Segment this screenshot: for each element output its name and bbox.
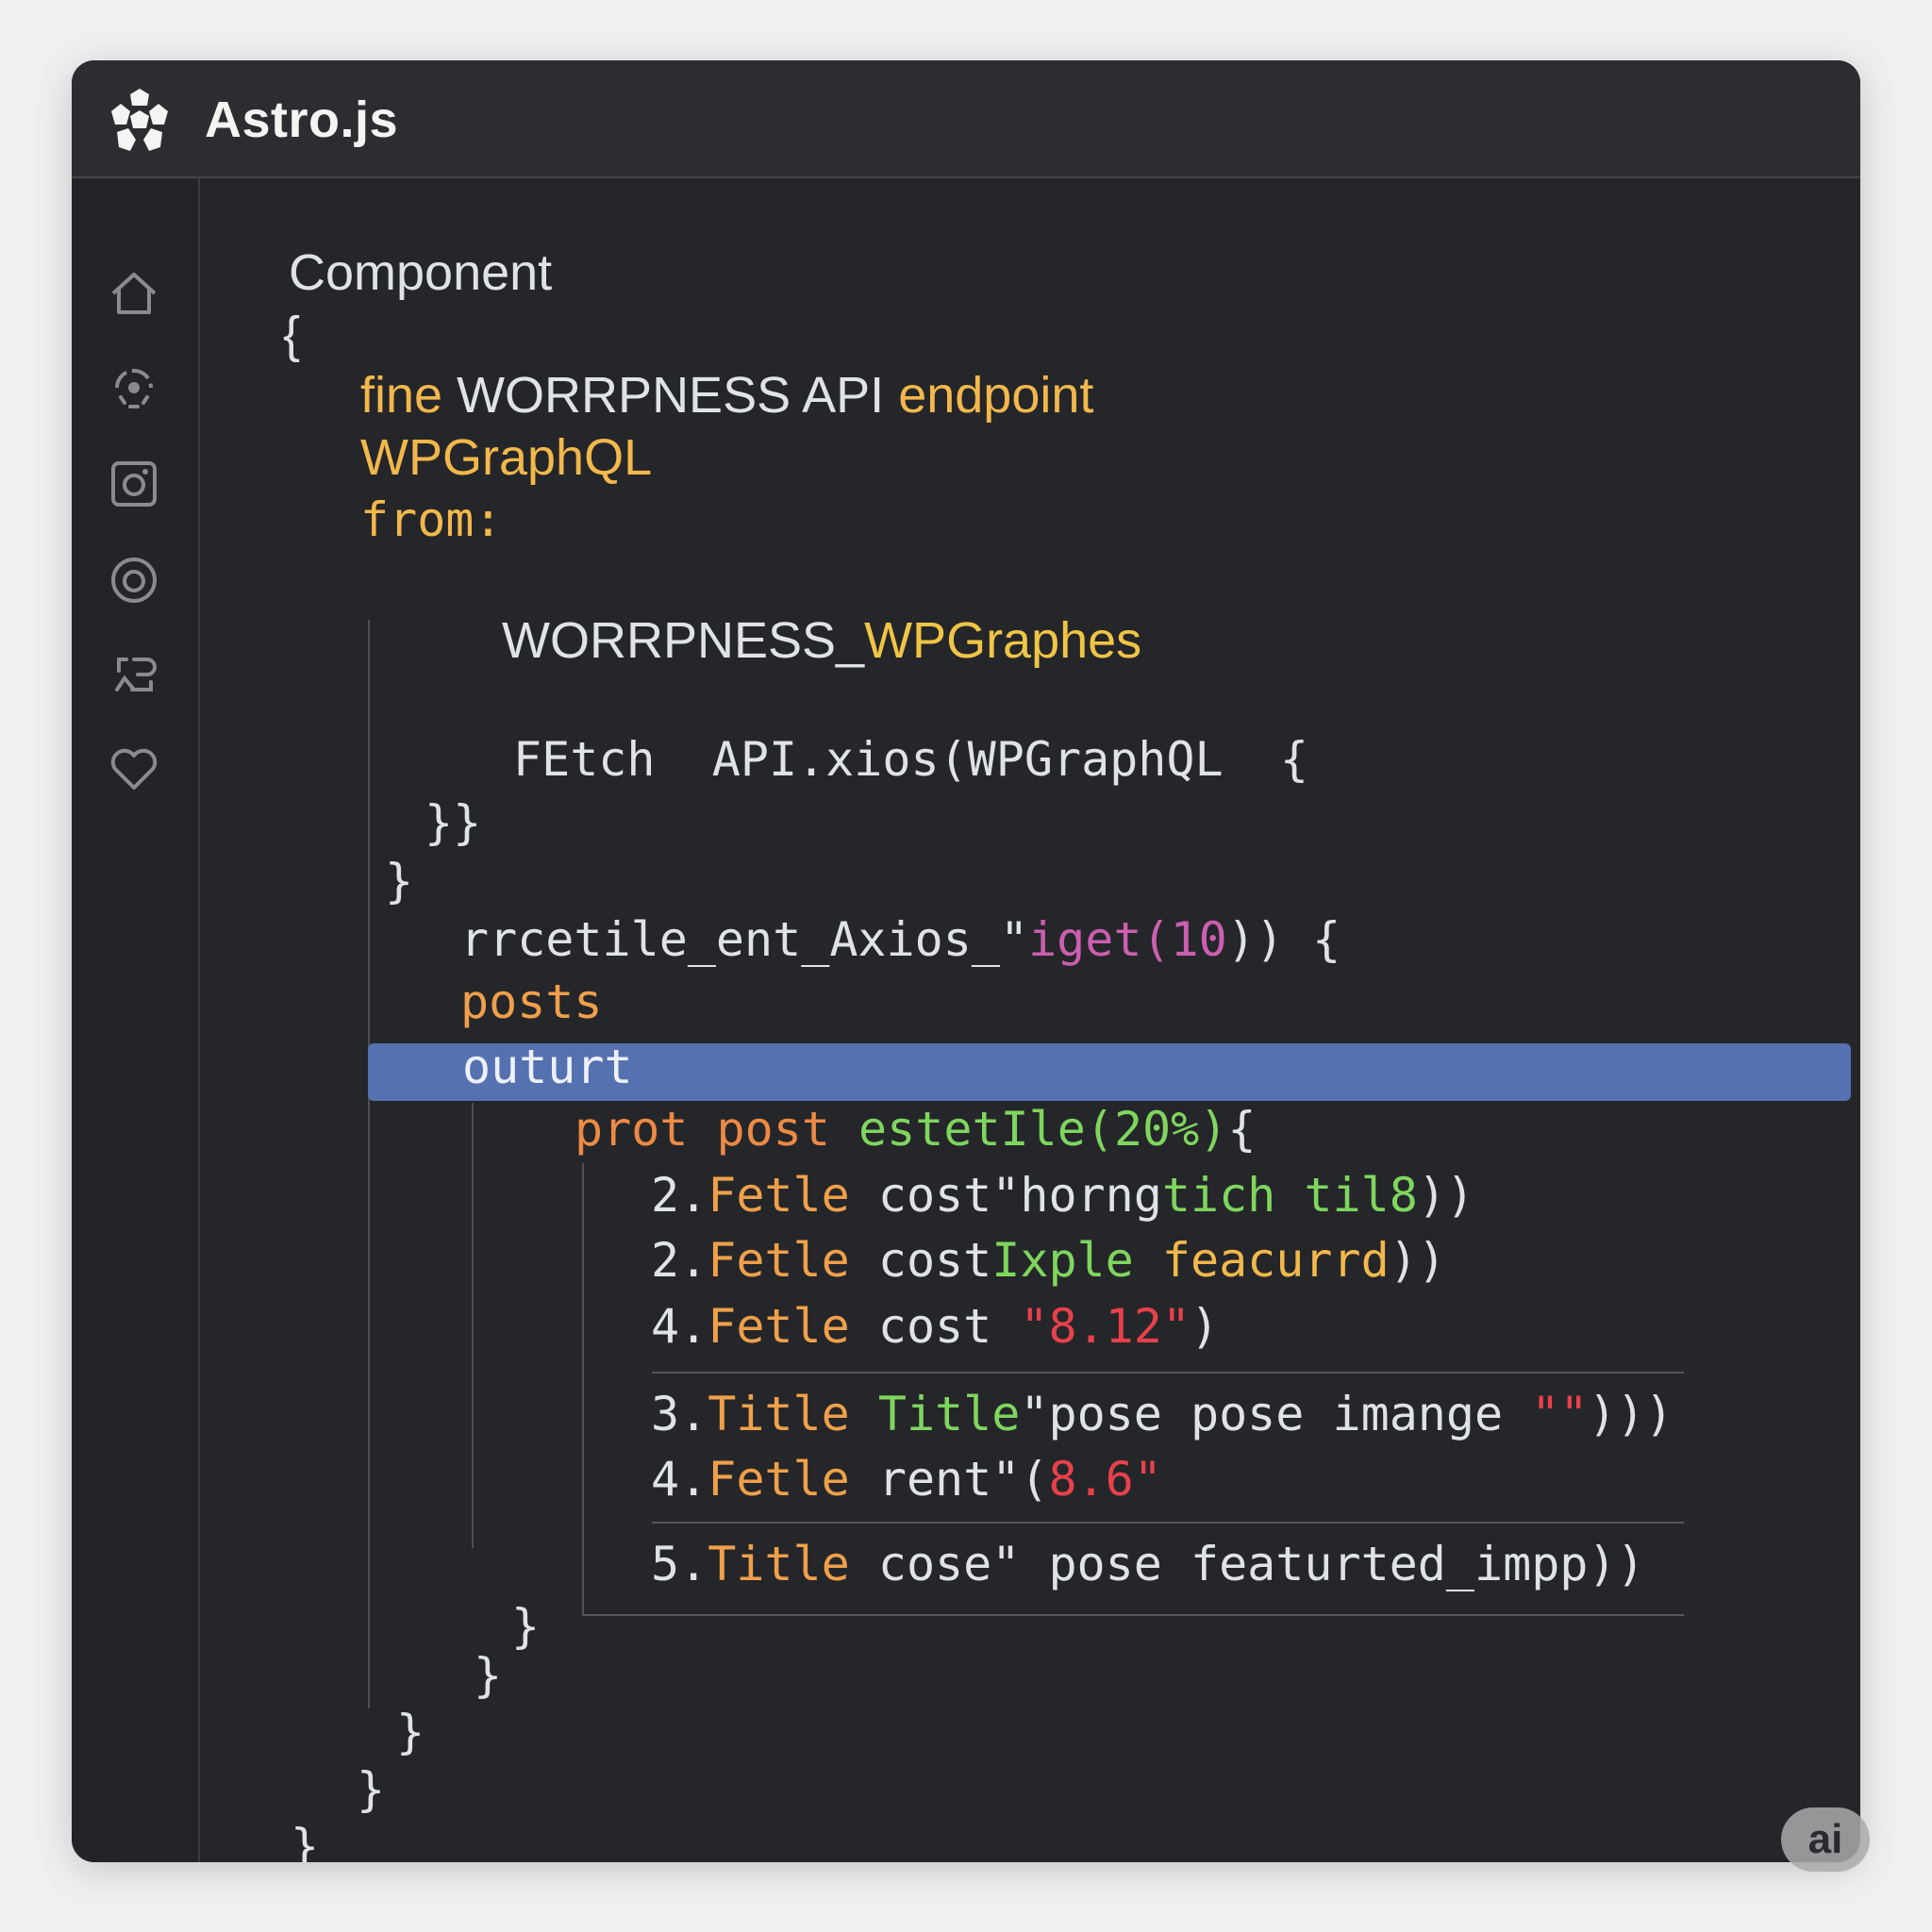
selected-line-highlight <box>368 1043 1851 1101</box>
indent-guide <box>582 1163 584 1616</box>
code-line: 2.Fetle costIxple feacurrd)) <box>651 1233 1446 1288</box>
code-line: WORRPNESS_WPGraphes <box>502 612 1142 669</box>
instagram-icon <box>111 461 157 507</box>
code-line: Component <box>289 244 553 301</box>
code-line-selected[interactable]: outurt <box>462 1040 633 1094</box>
code-line: WPGraphQL <box>360 429 653 486</box>
closing-brace: } <box>474 1648 503 1703</box>
code-line: rrcetile_ent_Axios_"iget(10)) { <box>460 912 1341 967</box>
code-line: { <box>283 307 301 363</box>
code-line: } <box>385 854 414 908</box>
code-line: }} <box>425 795 482 850</box>
ai-badge[interactable]: ai <box>1781 1807 1870 1872</box>
heart-icon <box>110 748 158 790</box>
code-line: 4.Fetle cost "8.12") <box>651 1299 1220 1354</box>
sidebar <box>72 178 200 1862</box>
user-focus-icon <box>115 369 153 408</box>
app-title: Astro.js <box>205 92 399 148</box>
code-line: 4.Fetle rent"(8.6" <box>651 1452 1162 1507</box>
code-line: fine WORRPNESS API endpoint <box>360 367 1094 424</box>
indent-guide <box>368 620 370 1708</box>
sidebar-item-instagram[interactable] <box>106 456 162 512</box>
sidebar-item-home[interactable] <box>106 265 162 322</box>
sidebar-item-target[interactable] <box>106 552 162 608</box>
code-line: 3.Title Title"pose pose imange ""))) <box>651 1387 1674 1441</box>
sidebar-item-links[interactable] <box>106 646 162 703</box>
closing-brace: } <box>511 1599 541 1654</box>
indent-guide <box>472 1103 474 1548</box>
code-line: prot post estetIle(20%){ <box>575 1102 1257 1157</box>
block-divider <box>652 1522 1684 1524</box>
code-line: FEtch API.xios(WPGraphQL { <box>513 732 1308 787</box>
closing-brace: } <box>357 1762 386 1817</box>
code-editor[interactable]: Component { fine WORRPNESS API endpoint … <box>200 178 1860 1862</box>
sidebar-item-profile[interactable] <box>106 359 162 416</box>
target-icon <box>111 558 157 603</box>
closing-brace: } <box>291 1819 320 1862</box>
home-icon <box>111 273 157 314</box>
title-bar: Astro.js <box>72 60 1860 178</box>
editor-window: Astro.js Component { fine WORR <box>72 60 1860 1862</box>
sidebar-item-favorites[interactable] <box>106 741 162 797</box>
code-line: 5.Title cose" pose featurted_impp)) <box>651 1537 1645 1591</box>
code-line: 2.Fetle cost"horngtich til8)) <box>651 1168 1475 1223</box>
astro-flower-logo-icon <box>111 89 168 151</box>
block-bottom-rule <box>582 1614 1684 1616</box>
closing-brace: } <box>396 1705 425 1759</box>
block-divider <box>652 1372 1684 1374</box>
link-swap-icon <box>115 658 157 691</box>
code-line: from: <box>360 492 503 547</box>
code-line: posts <box>460 974 603 1029</box>
